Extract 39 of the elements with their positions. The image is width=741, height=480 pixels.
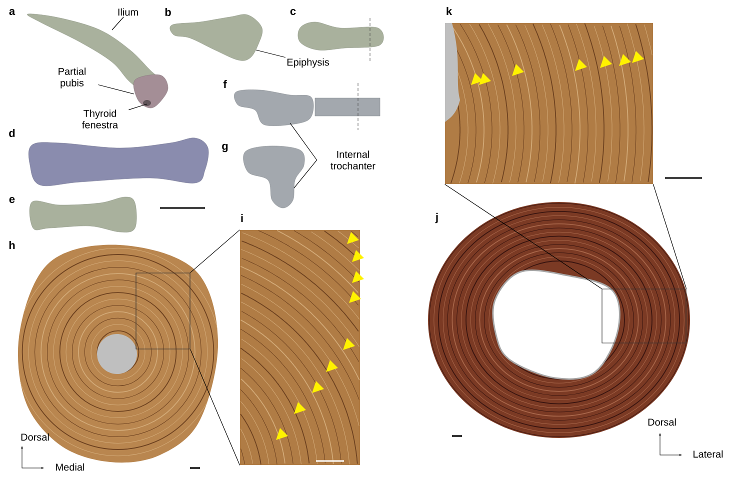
leader-line xyxy=(294,160,318,188)
bone-drawing xyxy=(243,146,305,208)
panel-letter: e xyxy=(9,197,15,204)
bone-drawing xyxy=(28,138,209,186)
part-label: Thyroid fenestra xyxy=(82,110,118,128)
bone-drawing xyxy=(29,196,137,232)
panel-letter: a xyxy=(9,9,16,16)
direction-label: Dorsal xyxy=(21,433,49,441)
panel-letter: h xyxy=(9,241,15,249)
part-label: Ilium xyxy=(118,8,138,16)
panel-letter: f xyxy=(223,80,227,88)
direction-label: Dorsal xyxy=(648,418,676,426)
panel-letter: b xyxy=(165,8,171,16)
micrograph-drawing xyxy=(445,23,653,184)
zoom-line xyxy=(444,184,602,289)
part-label: Internal trochanter xyxy=(330,150,376,170)
bone-drawing xyxy=(234,82,380,130)
leader-line xyxy=(98,84,134,94)
inset-box xyxy=(602,288,686,344)
leader-line xyxy=(290,122,318,160)
leader-line xyxy=(256,50,286,58)
panel-letter: c xyxy=(290,9,296,16)
direction-label: Medial xyxy=(56,463,84,471)
part-label: Epiphysis xyxy=(287,58,330,68)
leader-line xyxy=(112,16,124,30)
bone-drawing xyxy=(170,14,263,61)
thin-section-drawing xyxy=(18,244,218,463)
panel-letter: i xyxy=(241,214,243,222)
micrograph-drawing xyxy=(240,230,360,465)
leader-line xyxy=(128,104,148,110)
panel-letter: d xyxy=(9,128,15,138)
zoom-line xyxy=(652,184,687,289)
panel-letter: g xyxy=(222,144,228,152)
part-label: Partial pubis xyxy=(58,68,86,88)
zoom-line xyxy=(190,230,240,273)
inset-box xyxy=(136,272,190,350)
thin-section-drawing xyxy=(428,202,690,438)
direction-label: Lateral xyxy=(694,450,723,458)
panel-letter: j xyxy=(435,212,438,224)
